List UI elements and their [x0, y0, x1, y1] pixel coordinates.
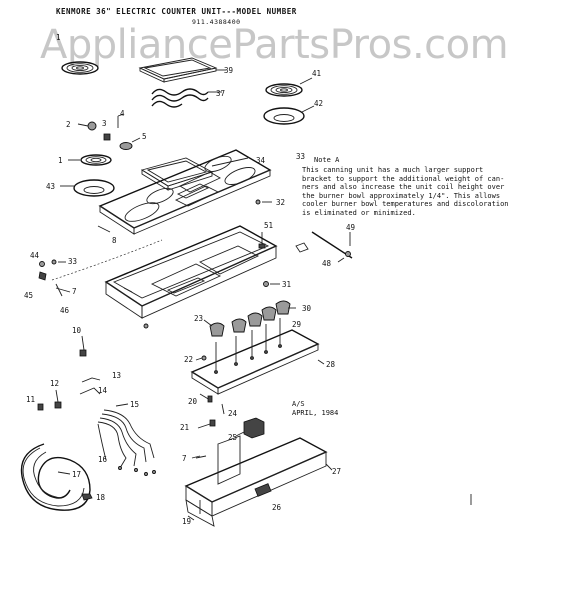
- callout-label: 21: [180, 423, 189, 432]
- callout-label: 29: [292, 320, 301, 329]
- callout-label: 15: [130, 400, 139, 409]
- part-10-connector[interactable]: [79, 349, 87, 357]
- callout-label: 14: [98, 386, 108, 395]
- part-8-cooktop[interactable]: [98, 149, 272, 235]
- callout-label: 22: [184, 355, 193, 364]
- callout-label: 51: [264, 221, 273, 230]
- callout-label: 7: [182, 454, 187, 463]
- part-28-control-panel[interactable]: [190, 318, 320, 395]
- callout-label: 23: [194, 314, 203, 323]
- note-title: Note A: [314, 156, 340, 164]
- part-2-terminal-block[interactable]: [87, 121, 97, 131]
- part-43-burner-bowl[interactable]: [73, 179, 115, 197]
- part-39-element-plate[interactable]: [138, 57, 218, 83]
- part-27-mounting-bracket[interactable]: [184, 435, 328, 527]
- callout-label: 49: [346, 223, 355, 232]
- part-15-wire-harness[interactable]: [97, 409, 156, 476]
- part-25-switch[interactable]: [243, 417, 265, 439]
- callout-label: 18: [96, 493, 106, 502]
- callout-label: 45: [24, 291, 33, 300]
- revision-date: APRIL, 1984: [292, 409, 339, 417]
- part-41-surface-unit-coil[interactable]: [265, 83, 303, 97]
- callout-label: 2: [66, 120, 71, 129]
- model-number: 911.4388400: [192, 18, 241, 26]
- callout-label: 43: [46, 182, 55, 191]
- callout-label: 17: [72, 470, 81, 479]
- callout-label: 4: [120, 109, 125, 118]
- callout-label: 10: [72, 326, 82, 335]
- part-26-clip[interactable]: [254, 483, 272, 497]
- callout-label: 16: [98, 455, 108, 464]
- callout-label: 37: [216, 89, 225, 98]
- callout-label: 34: [256, 156, 266, 165]
- part-42-burner-bowl[interactable]: [263, 107, 305, 125]
- callout-label: 3: [102, 119, 107, 128]
- callout-label: 31: [282, 280, 291, 289]
- knobs[interactable]: [209, 300, 291, 337]
- callout-label: 26: [272, 503, 282, 512]
- callout-label: 25: [228, 433, 237, 442]
- callout-label: 41: [312, 69, 321, 78]
- part-12-connector[interactable]: [54, 401, 62, 409]
- part-18-strain-relief[interactable]: [81, 493, 93, 501]
- callout-label: 24: [228, 409, 238, 418]
- callout-label: 20: [188, 397, 198, 406]
- callout-label: 48: [322, 259, 332, 268]
- callout-label: 30: [302, 304, 312, 313]
- note-body: This canning unit has a much larger supp…: [302, 166, 509, 217]
- part-3-receptacle[interactable]: [103, 133, 111, 141]
- cooktop-frame[interactable]: [104, 225, 278, 319]
- part-45-terminal[interactable]: [38, 271, 47, 281]
- callout-label: 28: [326, 360, 336, 369]
- callout-label: 5: [142, 132, 147, 141]
- part-1-surface-unit-coil[interactable]: [80, 154, 112, 166]
- diagram-title: KENMORE 36" ELECTRIC COUNTER UNIT---MODE…: [56, 7, 297, 16]
- callout-label: 33: [296, 152, 305, 161]
- callout-label: 32: [276, 198, 285, 207]
- callout-label: 19: [182, 517, 191, 526]
- callout-label: 46: [60, 306, 70, 315]
- revision-code: A/S: [292, 400, 305, 408]
- callout-label: 12: [50, 379, 59, 388]
- callout-label: 7: [72, 287, 77, 296]
- callout-label: 11: [26, 395, 35, 404]
- callout-label: 1: [56, 33, 61, 42]
- watermark: AppliancePartsPros.com: [40, 22, 509, 68]
- part-37-canning-element[interactable]: [151, 88, 209, 108]
- callout-label: 1: [58, 156, 63, 165]
- callout-label: 13: [112, 371, 121, 380]
- callout-label: 44: [30, 251, 40, 260]
- part-17-power-cord[interactable]: [20, 443, 91, 511]
- callout-label: 39: [224, 66, 233, 75]
- callout-label: 42: [314, 99, 323, 108]
- part-5-receptacle-bracket[interactable]: [119, 142, 133, 150]
- callout-label: 33: [68, 257, 77, 266]
- surface-unit-coil-top-left[interactable]: [61, 61, 99, 75]
- part-48-rod[interactable]: [295, 231, 353, 259]
- callout-label: 8: [112, 236, 117, 245]
- revision-block: A/S APRIL, 1984: [292, 400, 338, 418]
- callout-label: 27: [332, 467, 341, 476]
